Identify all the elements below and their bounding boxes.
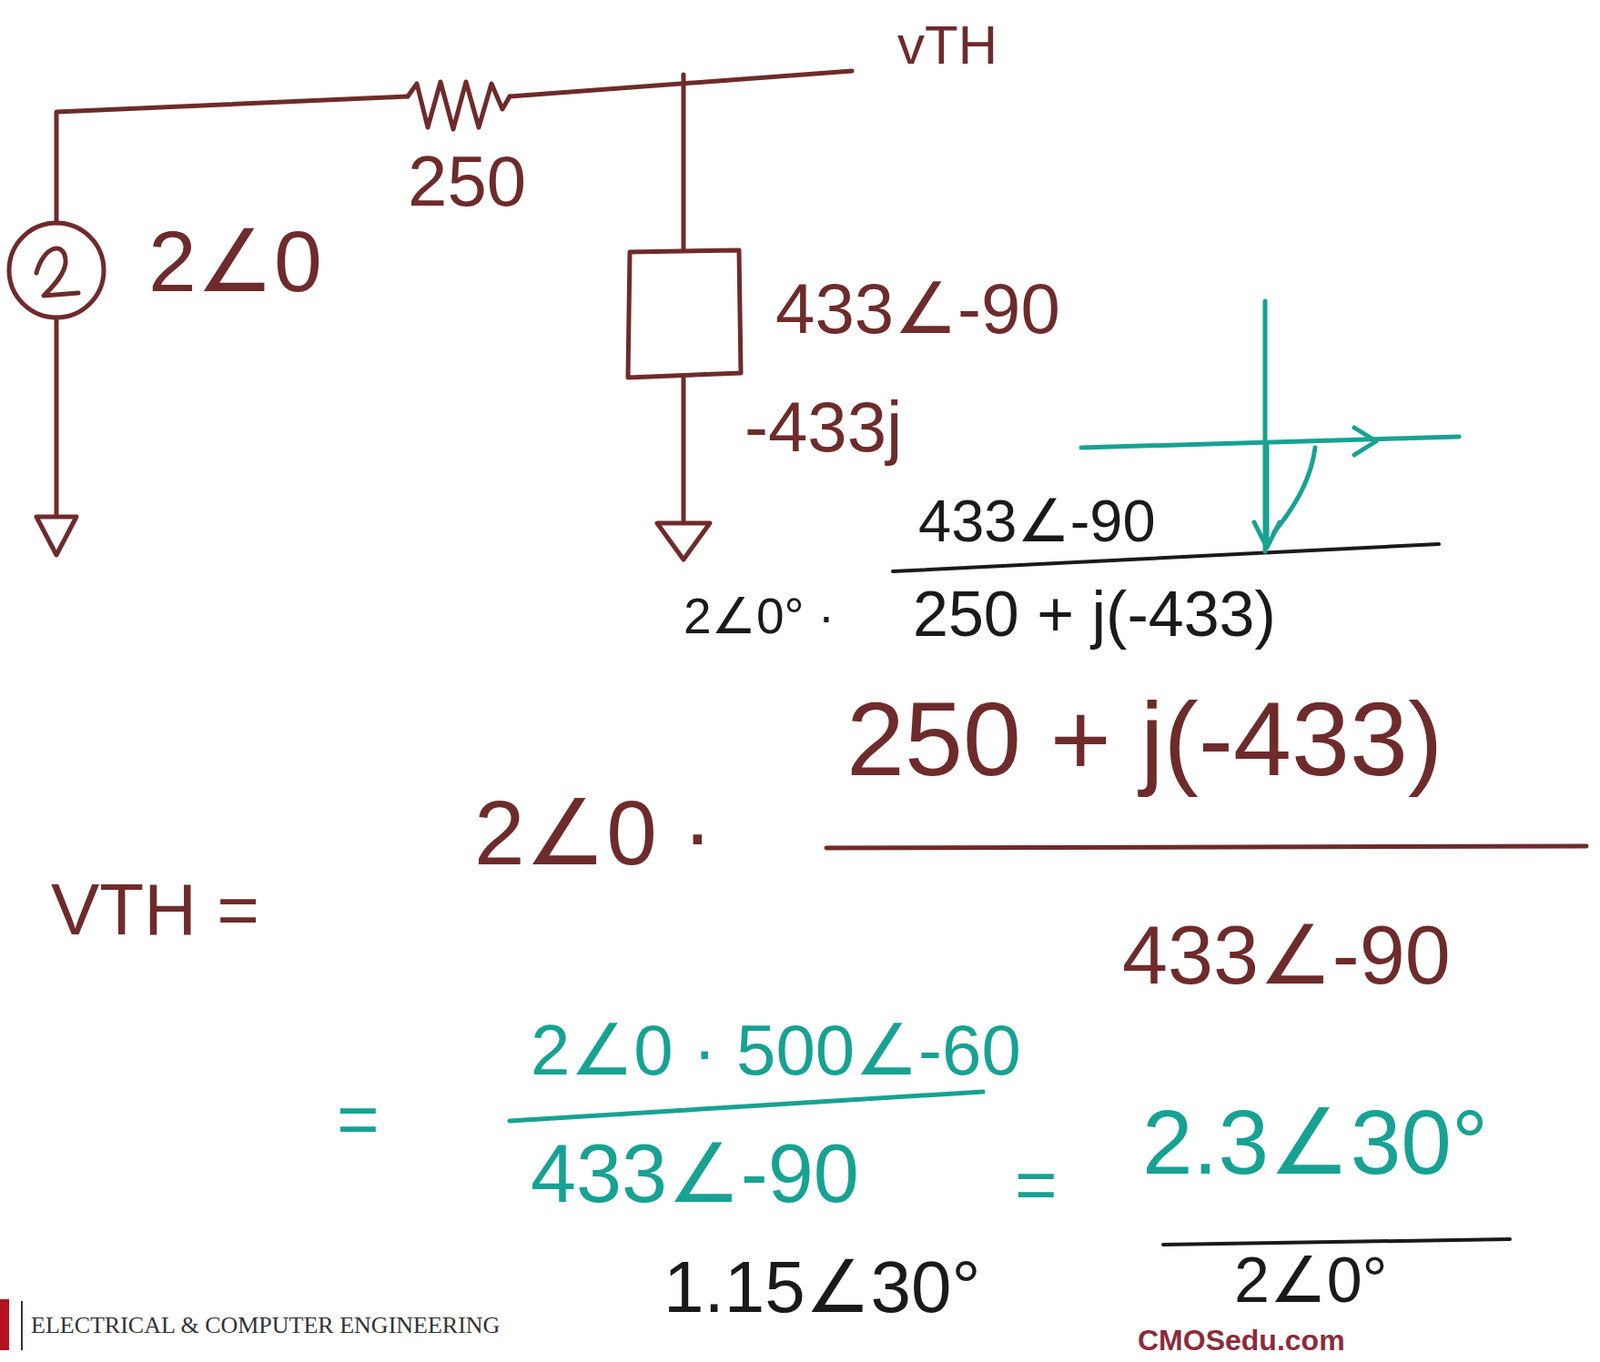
equation-lhs: VTH = (50, 873, 260, 947)
node-label: vTH (897, 18, 998, 73)
ground-symbol (657, 523, 710, 560)
wire (56, 96, 408, 223)
ground-symbol (36, 516, 77, 556)
wire (509, 70, 852, 97)
fraction-numerator: 2∠0 · 500∠-60 (530, 1014, 1022, 1086)
angle-arc (1274, 447, 1316, 533)
fraction-denominator: 2∠0° (1234, 1248, 1388, 1313)
equals-sign: = (1014, 1148, 1058, 1222)
wire (54, 317, 60, 515)
impedance-value: -433j (744, 391, 902, 463)
source-value: 2∠0° · (683, 591, 835, 642)
wire (681, 377, 687, 521)
impedance-value: 433∠-90 (775, 273, 1061, 345)
source-value: 2∠0 (148, 218, 323, 305)
impedance-box (627, 250, 741, 378)
equals-sign: = (336, 1083, 380, 1156)
fraction-numerator: 250 + j(-433) (846, 687, 1443, 792)
source-mark (36, 248, 79, 296)
department-name: ELECTRICAL & COMPUTER ENGINEERING (30, 1314, 500, 1338)
fraction-line (1163, 1239, 1510, 1246)
arrow-head (1254, 522, 1280, 548)
fraction-denominator: 433∠-90 (530, 1133, 860, 1216)
fraction-denominator: 433∠-90 (1122, 914, 1451, 997)
result-value: 1.15∠30° (663, 1251, 981, 1325)
arrow-head (1354, 427, 1377, 456)
imaginary-axis (1263, 301, 1268, 552)
real-axis (1081, 436, 1459, 448)
resistor-symbol (407, 81, 510, 130)
resistor-value: 250 (407, 145, 527, 217)
logo-divider (20, 1301, 23, 1351)
fraction-line (509, 1092, 983, 1122)
ac-source-symbol (9, 222, 104, 318)
phasor-arrow (1265, 445, 1270, 547)
result-value: 2.3∠30° (1142, 1096, 1489, 1188)
source-value: 2∠0 · (474, 787, 713, 879)
fraction-numerator: 433∠-90 (918, 491, 1156, 551)
logo-bar (0, 1299, 10, 1351)
fraction-line (826, 846, 1587, 849)
wire (681, 74, 687, 251)
watermark: CMOSedu.com (1137, 1326, 1346, 1356)
fraction-denominator: 250 + j(-433) (912, 582, 1276, 647)
